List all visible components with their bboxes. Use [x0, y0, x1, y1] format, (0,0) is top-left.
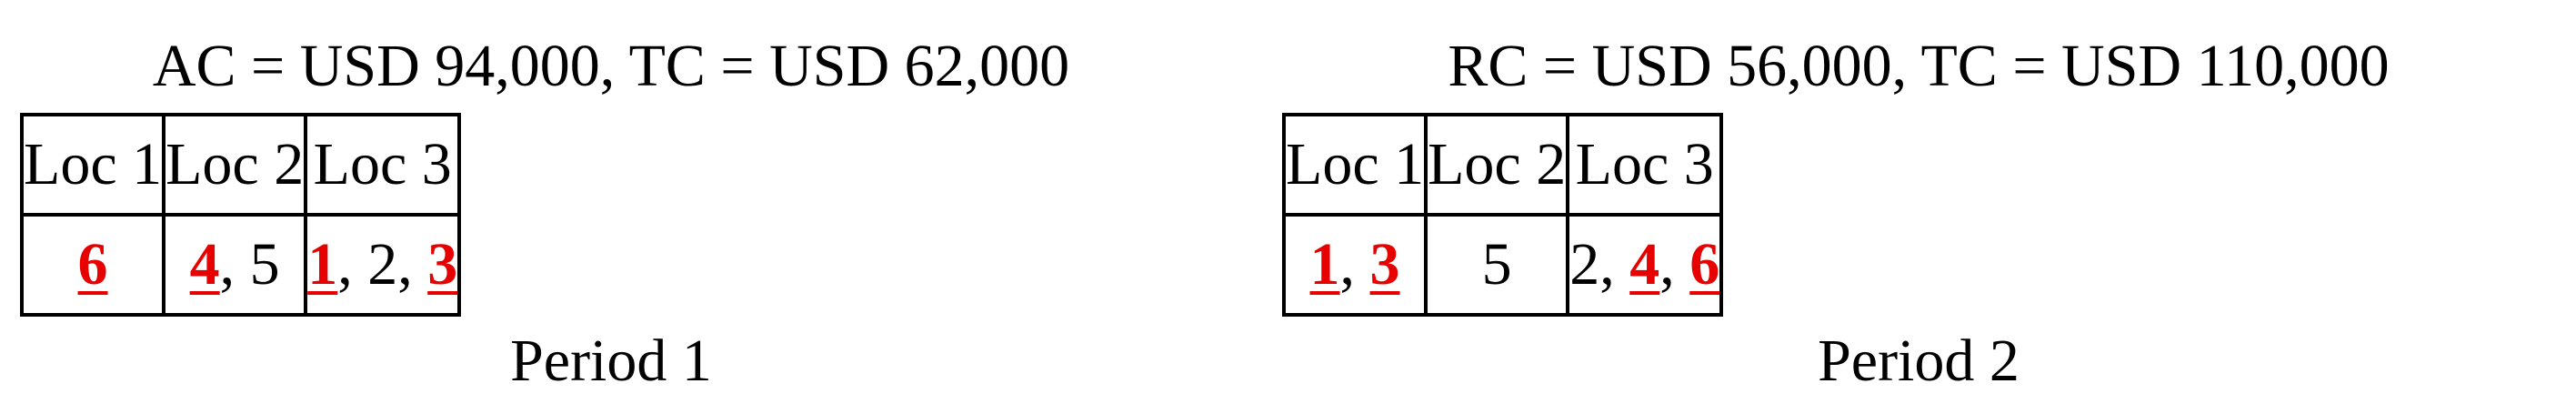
separator: ,	[397, 231, 428, 298]
items-row: 1, 3 5 2, 4, 6	[1281, 213, 1724, 317]
header-loc-1: Loc 1	[19, 113, 166, 217]
header-loc-2: Loc 2	[1424, 113, 1570, 217]
highlighted-item: 4	[189, 231, 220, 298]
cell-loc-1: 1, 3	[1281, 213, 1428, 317]
highlighted-item: 1	[1309, 231, 1340, 298]
cell-loc-2: 5	[1424, 213, 1570, 317]
cell-loc-1: 6	[19, 213, 166, 317]
separator: ,	[1599, 231, 1630, 298]
highlighted-item: 3	[1369, 231, 1400, 298]
location-table: Loc 1 Loc 2 Loc 3 6 4, 5 1, 2, 3	[19, 113, 462, 317]
highlighted-item: 1	[307, 231, 338, 298]
item: 2	[1569, 231, 1600, 298]
header-loc-1: Loc 1	[1281, 113, 1428, 217]
header-loc-2: Loc 2	[162, 113, 308, 217]
separator: ,	[219, 231, 250, 298]
header-loc-3: Loc 3	[1566, 113, 1724, 217]
cell-loc-3: 2, 4, 6	[1566, 213, 1724, 317]
highlighted-item: 4	[1629, 231, 1660, 298]
item: 5	[249, 231, 280, 298]
period-label: Period 2	[1818, 328, 2020, 394]
cell-loc-2: 4, 5	[162, 213, 308, 317]
items-row: 6 4, 5 1, 2, 3	[19, 213, 462, 317]
separator: ,	[337, 231, 368, 298]
highlighted-item: 3	[427, 231, 458, 298]
location-table: Loc 1 Loc 2 Loc 3 1, 3 5 2, 4, 6	[1281, 113, 1724, 317]
panel-title: RC = USD 56,000, TC = USD 110,000	[1448, 33, 2390, 99]
highlighted-item: 6	[1689, 231, 1720, 298]
panel-title: AC = USD 94,000, TC = USD 62,000	[152, 33, 1070, 99]
cell-loc-3: 1, 2, 3	[304, 213, 462, 317]
header-row: Loc 1 Loc 2 Loc 3	[1281, 113, 1724, 217]
item: 2	[367, 231, 398, 298]
header-row: Loc 1 Loc 2 Loc 3	[19, 113, 462, 217]
period-label: Period 1	[510, 328, 712, 394]
separator: ,	[1339, 231, 1370, 298]
header-loc-3: Loc 3	[304, 113, 462, 217]
separator: ,	[1659, 231, 1690, 298]
item: 5	[1481, 231, 1512, 298]
highlighted-item: 6	[77, 231, 108, 298]
